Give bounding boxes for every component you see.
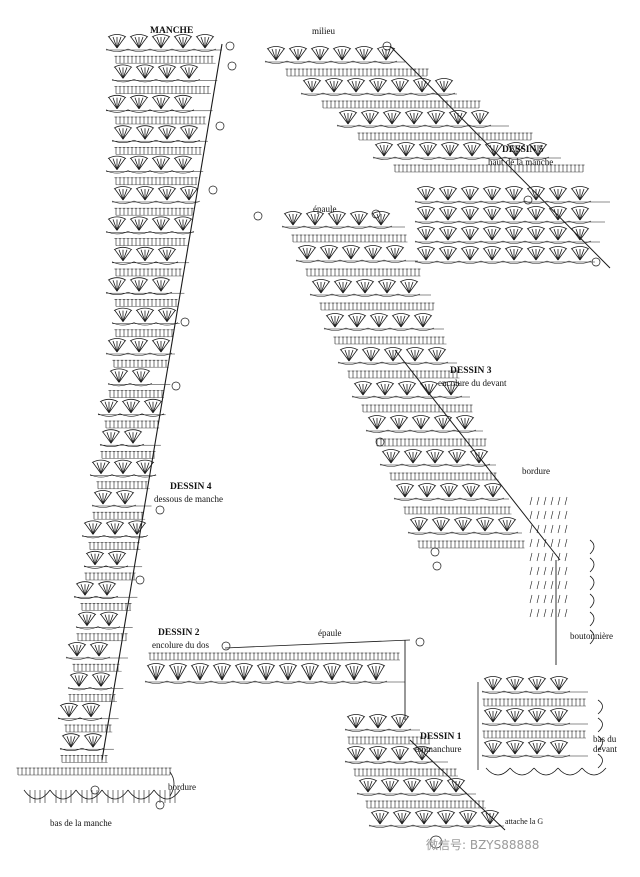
label-dessous-de-manche: dessous de manche bbox=[154, 494, 223, 504]
label-epaule-mid: épaule bbox=[318, 628, 342, 638]
label-dessin-2: DESSIN 2 bbox=[158, 628, 200, 638]
label-bas-de-la-manche: bas de la manche bbox=[50, 818, 112, 828]
label-encolure-du-devant: encolure du devant bbox=[438, 378, 507, 388]
label-encolure-du-dos: encolure du dos bbox=[152, 640, 209, 650]
label-small-note: attache la G bbox=[505, 817, 544, 826]
label-boutonniere: boutonnière bbox=[570, 631, 613, 641]
label-bordure-right: bordure bbox=[522, 466, 550, 476]
label-dessin-3: DESSIN 3 bbox=[450, 366, 492, 376]
label-emmanchure: emmanchure bbox=[415, 744, 462, 754]
label-dessin-4: DESSIN 4 bbox=[170, 482, 212, 492]
watermark-text: 微信号: BZYS88888 bbox=[426, 838, 540, 852]
label-dessin-5: DESSIN 5 bbox=[502, 145, 544, 155]
label-milieu: milieu bbox=[312, 26, 335, 36]
label-bas-du-devant: bas du devant bbox=[593, 734, 617, 754]
label-bordure-left: bordure bbox=[168, 782, 196, 792]
label-dessin-1: DESSIN 1 bbox=[420, 732, 462, 742]
label-epaule-top: épaule bbox=[313, 204, 337, 214]
label-haut-de-la-manche: haut de la manche bbox=[488, 157, 554, 167]
label-manche: MANCHE bbox=[150, 26, 194, 36]
